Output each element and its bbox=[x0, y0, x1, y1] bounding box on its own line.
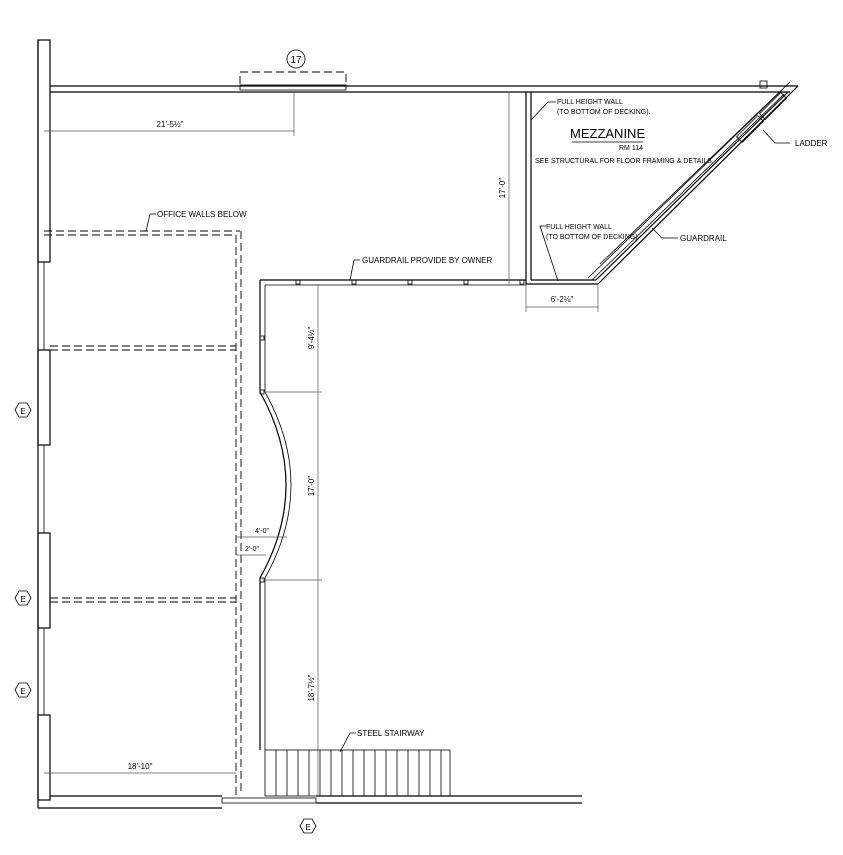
note-guardrail: GUARDRAIL bbox=[680, 234, 727, 243]
bottom-exterior-wall bbox=[38, 795, 582, 809]
ladder bbox=[735, 91, 788, 144]
note-office-walls: OFFICE WALLS BELOW bbox=[157, 210, 247, 219]
dim-bottom-width: 18'-10" bbox=[128, 762, 153, 771]
svg-text:17: 17 bbox=[290, 55, 302, 66]
note-structural: SEE STRUCTURAL FOR FLOOR FRAMING & DETAI… bbox=[535, 158, 714, 165]
elevation-tag: E bbox=[14, 590, 32, 606]
svg-text:E: E bbox=[20, 407, 25, 416]
elevation-tag: E bbox=[14, 682, 32, 698]
dim-rail-curve: 17'-0" bbox=[307, 476, 316, 497]
svg-text:E: E bbox=[20, 595, 25, 604]
room-name: MEZZANINE bbox=[570, 126, 645, 141]
note-ladder: LADDER bbox=[795, 139, 828, 148]
note-full-height-wall-1: FULL HEIGHT WALL bbox=[557, 99, 623, 106]
svg-text:E: E bbox=[20, 687, 25, 696]
steel-stairway bbox=[264, 749, 451, 797]
office-walls-below bbox=[44, 230, 242, 795]
dim-curve-offset: 2'-0" bbox=[245, 546, 259, 553]
note-guardrail-owner: GUARDRAIL PROVIDE BY OWNER bbox=[362, 256, 492, 265]
svg-text:E: E bbox=[305, 823, 310, 832]
elevation-tag: E bbox=[14, 402, 32, 418]
top-exterior-wall bbox=[50, 71, 799, 285]
note-full-height-wall-2b: (TO BOTTOM OF DECKING). bbox=[546, 234, 640, 241]
dim-mezz-bottom: 6'-2⅛" bbox=[551, 295, 574, 304]
note-full-height-wall-1b: (TO BOTTOM OF DECKING). bbox=[557, 109, 651, 116]
mezzanine-guardrail bbox=[587, 81, 791, 281]
grid-tag-17: 17 bbox=[286, 49, 306, 69]
dim-rail-lower: 18'-7½" bbox=[307, 674, 316, 701]
mezzanine-walls bbox=[525, 91, 789, 285]
note-stairway: STEEL STAIRWAY bbox=[357, 729, 425, 738]
guardrail-owner bbox=[259, 279, 526, 750]
dim-mezz-height: 17'-0" bbox=[498, 178, 507, 199]
left-exterior-wall bbox=[37, 39, 51, 808]
dim-curve-depth: 4'-0" bbox=[255, 528, 269, 535]
room-number: RM 114 bbox=[619, 145, 643, 152]
dim-rail-upper: 9'-4½" bbox=[307, 327, 316, 350]
dim-top-width: 21'-5½" bbox=[156, 120, 183, 129]
elevation-tag: E bbox=[299, 818, 317, 834]
dimension-lines bbox=[44, 92, 599, 797]
note-full-height-wall-2: FULL HEIGHT WALL bbox=[546, 224, 612, 231]
